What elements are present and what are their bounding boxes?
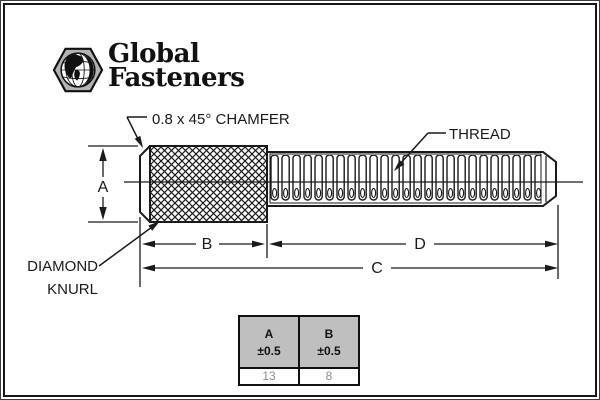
dim-arrow-icon <box>545 264 558 272</box>
dim-arrow-icon <box>269 240 282 248</box>
leader-arrow-icon <box>134 135 143 148</box>
part-shaft-thread <box>267 151 557 207</box>
leader-arrow-icon <box>148 221 160 231</box>
knurl-label-line1: DIAMOND <box>27 258 98 275</box>
spec-table-value-row: 13 8 <box>238 367 360 386</box>
leader-arrow-icon <box>394 160 405 171</box>
dimension-b: B <box>142 236 265 253</box>
spec-col-a-letter: A <box>264 326 274 341</box>
dim-arrow-icon <box>545 240 558 248</box>
brand-name-line2: Fasteners <box>108 63 245 93</box>
dimension-a: A <box>88 145 138 223</box>
part-knurled-head <box>139 145 268 223</box>
spec-col-b-letter: B <box>324 326 334 341</box>
spec-col-a-tolerance: ±0.5 <box>257 343 281 358</box>
spec-col-a-value: 13 <box>238 367 300 386</box>
knurl-label-line2: KNURL <box>47 281 98 298</box>
chamfer-callout: 0.8 x 45° CHAMFER <box>126 111 290 148</box>
brand-logo: Global Fasteners <box>52 39 245 96</box>
spec-col-b-header: B ±0.5 <box>298 315 360 369</box>
dim-b-label: B <box>202 236 213 253</box>
brand-name: Global Fasteners <box>108 39 245 93</box>
thread-callout: THREAD <box>394 126 511 171</box>
extension-lines <box>139 205 559 287</box>
brand-name-line1: Global <box>108 39 200 69</box>
dim-arrow-icon <box>142 240 155 248</box>
dimension-d: D <box>269 236 558 253</box>
spec-table: A ±0.5 B ±0.5 13 8 <box>238 315 360 386</box>
dim-d-label: D <box>414 236 426 253</box>
chamfer-label: 0.8 x 45° CHAMFER <box>152 111 290 128</box>
dim-arrow-icon <box>142 264 155 272</box>
thread-label: THREAD <box>449 126 511 143</box>
dim-c-label: C <box>371 260 383 277</box>
dim-arrow-icon <box>252 240 265 248</box>
dim-arrow-icon <box>99 207 107 220</box>
dimension-c: C <box>142 260 558 277</box>
spec-col-b-value: 8 <box>298 367 360 386</box>
dim-a-label: A <box>98 179 109 196</box>
spec-table-header-row: A ±0.5 B ±0.5 <box>238 315 360 369</box>
hex-nut-globe-icon <box>52 47 104 93</box>
spec-col-a-header: A ±0.5 <box>238 315 300 369</box>
diamond-knurl-callout: DIAMOND KNURL <box>27 221 160 298</box>
dim-arrow-icon <box>99 148 107 161</box>
spec-col-b-tolerance: ±0.5 <box>317 343 341 358</box>
